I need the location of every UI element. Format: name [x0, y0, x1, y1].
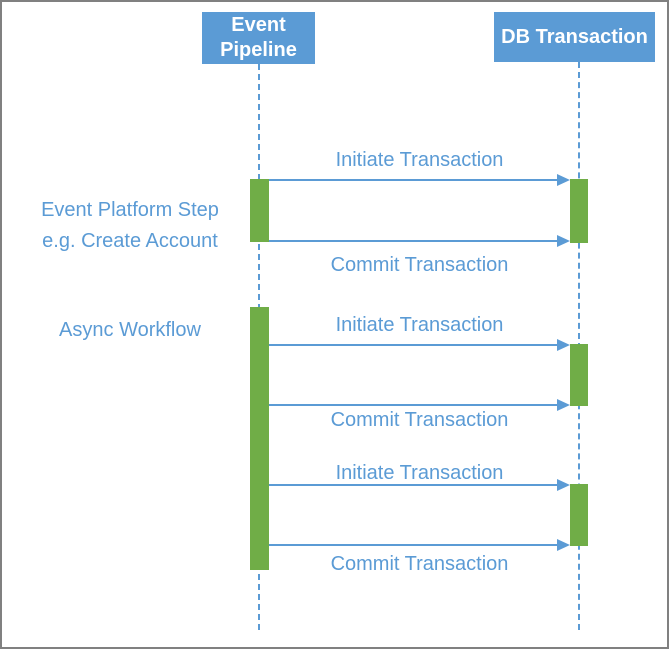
message-label-initiate-3: Initiate Transaction	[335, 462, 504, 484]
message-label-initiate-2: Initiate Transaction	[335, 314, 504, 336]
message-arrow-initiate-3	[269, 479, 570, 491]
message-arrow-commit-1	[269, 235, 570, 247]
arrow-head-icon	[557, 235, 570, 247]
activation-bar-db-transaction-2	[570, 344, 588, 406]
arrow-shaft	[269, 179, 560, 181]
message-label-commit-2: Commit Transaction	[330, 409, 509, 431]
arrow-head-icon	[557, 479, 570, 491]
actor-label-db-transaction: DB Transaction	[501, 25, 648, 48]
activation-bar-async-workflow	[250, 307, 269, 570]
arrow-head-icon	[557, 399, 570, 411]
actor-label-event-pipeline: Event Pipeline	[220, 14, 297, 61]
activation-bar-db-transaction-1	[570, 179, 588, 243]
activation-bar-event-platform-step	[250, 179, 269, 242]
actor-box-db-transaction: DB Transaction	[494, 12, 655, 62]
message-arrow-commit-2	[269, 399, 570, 411]
message-arrow-initiate-1	[269, 174, 570, 186]
arrow-shaft	[269, 544, 560, 546]
annotation-event-platform-step: Event Platform Step e.g. Create Account	[14, 195, 246, 257]
message-label-initiate-1: Initiate Transaction	[335, 149, 504, 171]
annotation-line: Event Platform Step	[41, 199, 219, 221]
arrow-shaft	[269, 404, 560, 406]
arrow-shaft	[269, 344, 560, 346]
activation-bar-db-transaction-3	[570, 484, 588, 546]
arrow-shaft	[269, 240, 560, 242]
message-arrow-commit-3	[269, 539, 570, 551]
message-label-commit-1: Commit Transaction	[330, 254, 509, 276]
arrow-shaft	[269, 484, 560, 486]
annotation-line: Async Workflow	[59, 319, 201, 341]
arrow-head-icon	[557, 174, 570, 186]
arrow-head-icon	[557, 539, 570, 551]
arrow-head-icon	[557, 339, 570, 351]
message-label-commit-3: Commit Transaction	[330, 553, 509, 575]
message-arrow-initiate-2	[269, 339, 570, 351]
actor-box-event-pipeline: Event Pipeline	[202, 12, 315, 64]
annotation-line: e.g. Create Account	[42, 230, 218, 252]
annotation-async-workflow: Async Workflow	[14, 315, 246, 346]
